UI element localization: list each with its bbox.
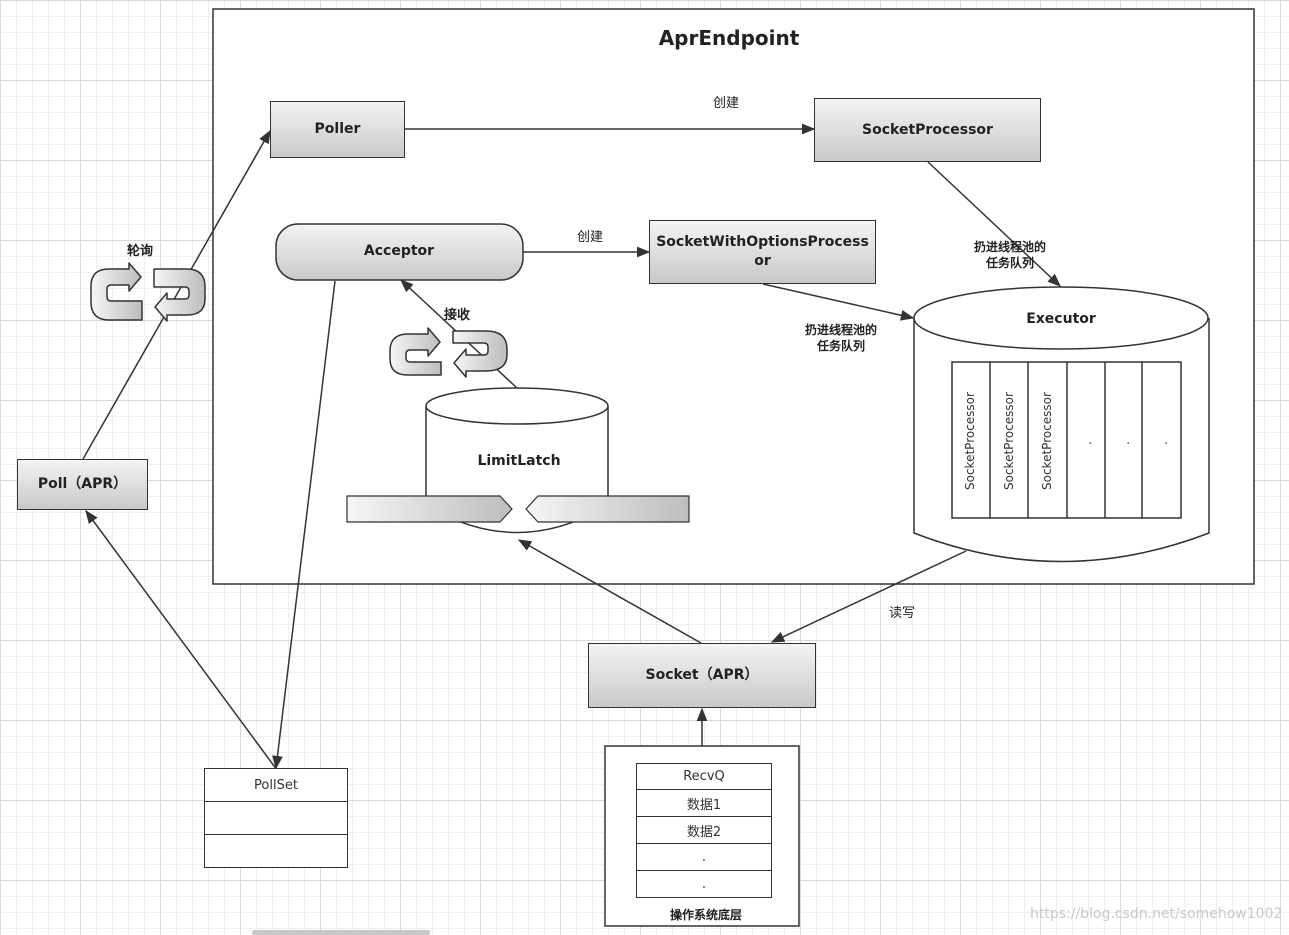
socket-processor-node: SocketProcessor xyxy=(814,98,1041,162)
socket-apr-node: Socket（APR） xyxy=(588,643,816,708)
socket-processor-label: SocketProcessor xyxy=(862,121,993,138)
executor-label: Executor xyxy=(1026,311,1096,327)
edge-label-create-mid: 创建 xyxy=(576,230,604,245)
diagram-title: AprEndpoint xyxy=(658,26,800,50)
poller-label: Poller xyxy=(314,121,361,137)
arrow-socketprocessor-to-executor xyxy=(927,161,1061,287)
arrow-acceptor-to-pollset xyxy=(272,280,336,770)
recvq-row: 数据2 xyxy=(636,817,772,844)
os-layer-label: 操作系统底层 xyxy=(669,908,743,922)
socket-apr-label: Socket（APR） xyxy=(645,667,759,683)
executor-queue xyxy=(951,361,1182,519)
edge-label-read-write: 读写 xyxy=(888,606,916,621)
arrow-executor-to-socket xyxy=(770,550,967,643)
socket-with-options-processor-label: SocketWithOptionsProcess or xyxy=(656,234,869,269)
edge-label-create-top: 创建 xyxy=(712,96,740,111)
executor-slot-5: . xyxy=(1118,441,1132,445)
poll-apr-label: Poll（APR） xyxy=(37,476,128,492)
latch-gate-left xyxy=(346,495,513,523)
recvq-row: 数据1 xyxy=(636,790,772,817)
arrow-poll-to-poller xyxy=(82,129,271,460)
arrow-socket-to-latch xyxy=(517,539,702,644)
recvq-row: . xyxy=(636,871,772,898)
arrow-pollset-to-poll xyxy=(85,509,278,771)
recvq-row: . xyxy=(636,844,772,871)
pollset-header: PollSet xyxy=(204,768,348,802)
socket-with-options-processor-node: SocketWithOptionsProcess or xyxy=(649,220,876,284)
watermark: https://blog.csdn.net/somehow1002 xyxy=(1030,906,1283,922)
acceptor-label: Acceptor xyxy=(363,243,435,259)
receive-cycle-icon xyxy=(389,327,508,378)
edge-label-poll-cycle: 轮询 xyxy=(126,244,154,259)
executor-slot-2: SocketProcessor xyxy=(1002,392,1016,490)
executor-slot-3: SocketProcessor xyxy=(1040,392,1054,490)
arrow-swop-to-executor xyxy=(762,283,915,321)
recvq-header: RecvQ xyxy=(636,763,772,790)
edge-label-submit-top: 扔进线程池的 任务队列 xyxy=(973,240,1047,270)
latch-gate-right xyxy=(525,495,690,523)
poller-node: Poller xyxy=(270,101,405,158)
edge-label-submit-mid: 扔进线程池的 任务队列 xyxy=(804,323,878,353)
executor-slot-6: . xyxy=(1156,441,1170,445)
pollset-row xyxy=(204,802,348,835)
executor-slot-4: . xyxy=(1080,441,1094,445)
limit-latch-label: LimitLatch xyxy=(477,453,561,469)
edge-label-receive: 接收 xyxy=(443,308,471,323)
horizontal-scrollbar[interactable] xyxy=(252,930,430,935)
executor-slot-1: SocketProcessor xyxy=(963,392,977,490)
poll-cycle-icon xyxy=(90,262,206,322)
pollset-table: PollSet xyxy=(204,768,348,868)
recvq-table: RecvQ 数据1 数据2 . . xyxy=(636,763,772,898)
pollset-row xyxy=(204,835,348,868)
poll-apr-node: Poll（APR） xyxy=(17,459,148,510)
